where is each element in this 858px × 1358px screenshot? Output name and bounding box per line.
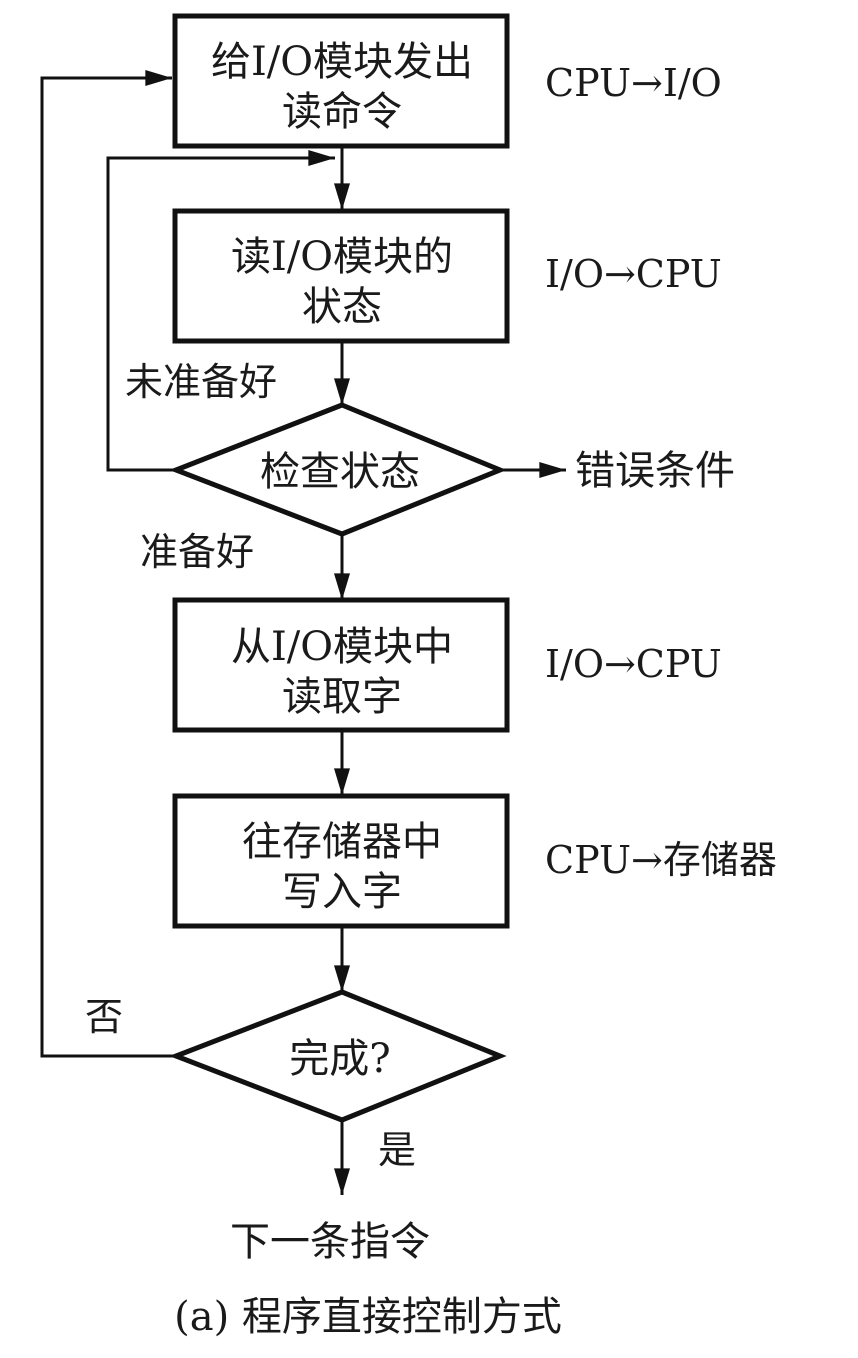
label-not-ready: 未准备好	[125, 360, 277, 404]
decision-done	[169, 989, 507, 1123]
done-label: 完成?	[289, 1036, 390, 1082]
label-error: 错误条件	[575, 448, 735, 494]
decision-check-status	[169, 402, 507, 537]
read-status-line1: 读I/O模块的	[231, 234, 453, 280]
write-word-line1: 往存储器中	[242, 819, 442, 865]
process-write-word	[172, 793, 510, 929]
issue-read-line2: 读命令	[282, 89, 402, 135]
loop-no-edge	[40, 70, 176, 1058]
read-status-note: I/O→CPU	[545, 252, 722, 296]
read-word-line1: 从I/O模块中	[231, 624, 453, 670]
label-no: 否	[85, 995, 123, 1039]
read-status-line2: 状态	[302, 284, 382, 330]
read-word-line2: 读取字	[282, 674, 402, 720]
process-issue-read	[172, 13, 510, 149]
process-read-word	[172, 597, 510, 733]
issue-read-line1: 给I/O模块发出	[211, 39, 473, 85]
write-word-note: CPU→存储器	[545, 838, 777, 882]
label-yes: 是	[378, 1128, 416, 1172]
check-status-label: 检查状态	[260, 449, 420, 495]
process-read-status	[172, 208, 510, 344]
label-next-instruction: 下一条指令	[230, 1219, 430, 1265]
label-ready: 准备好	[140, 530, 254, 574]
issue-read-note: CPU→I/O	[545, 61, 722, 105]
loop-not-ready-edge	[106, 150, 336, 472]
write-word-line2: 写入字	[282, 869, 402, 915]
read-word-note: I/O→CPU	[545, 642, 722, 686]
figure-caption: (a) 程序直接控制方式	[174, 1294, 562, 1340]
